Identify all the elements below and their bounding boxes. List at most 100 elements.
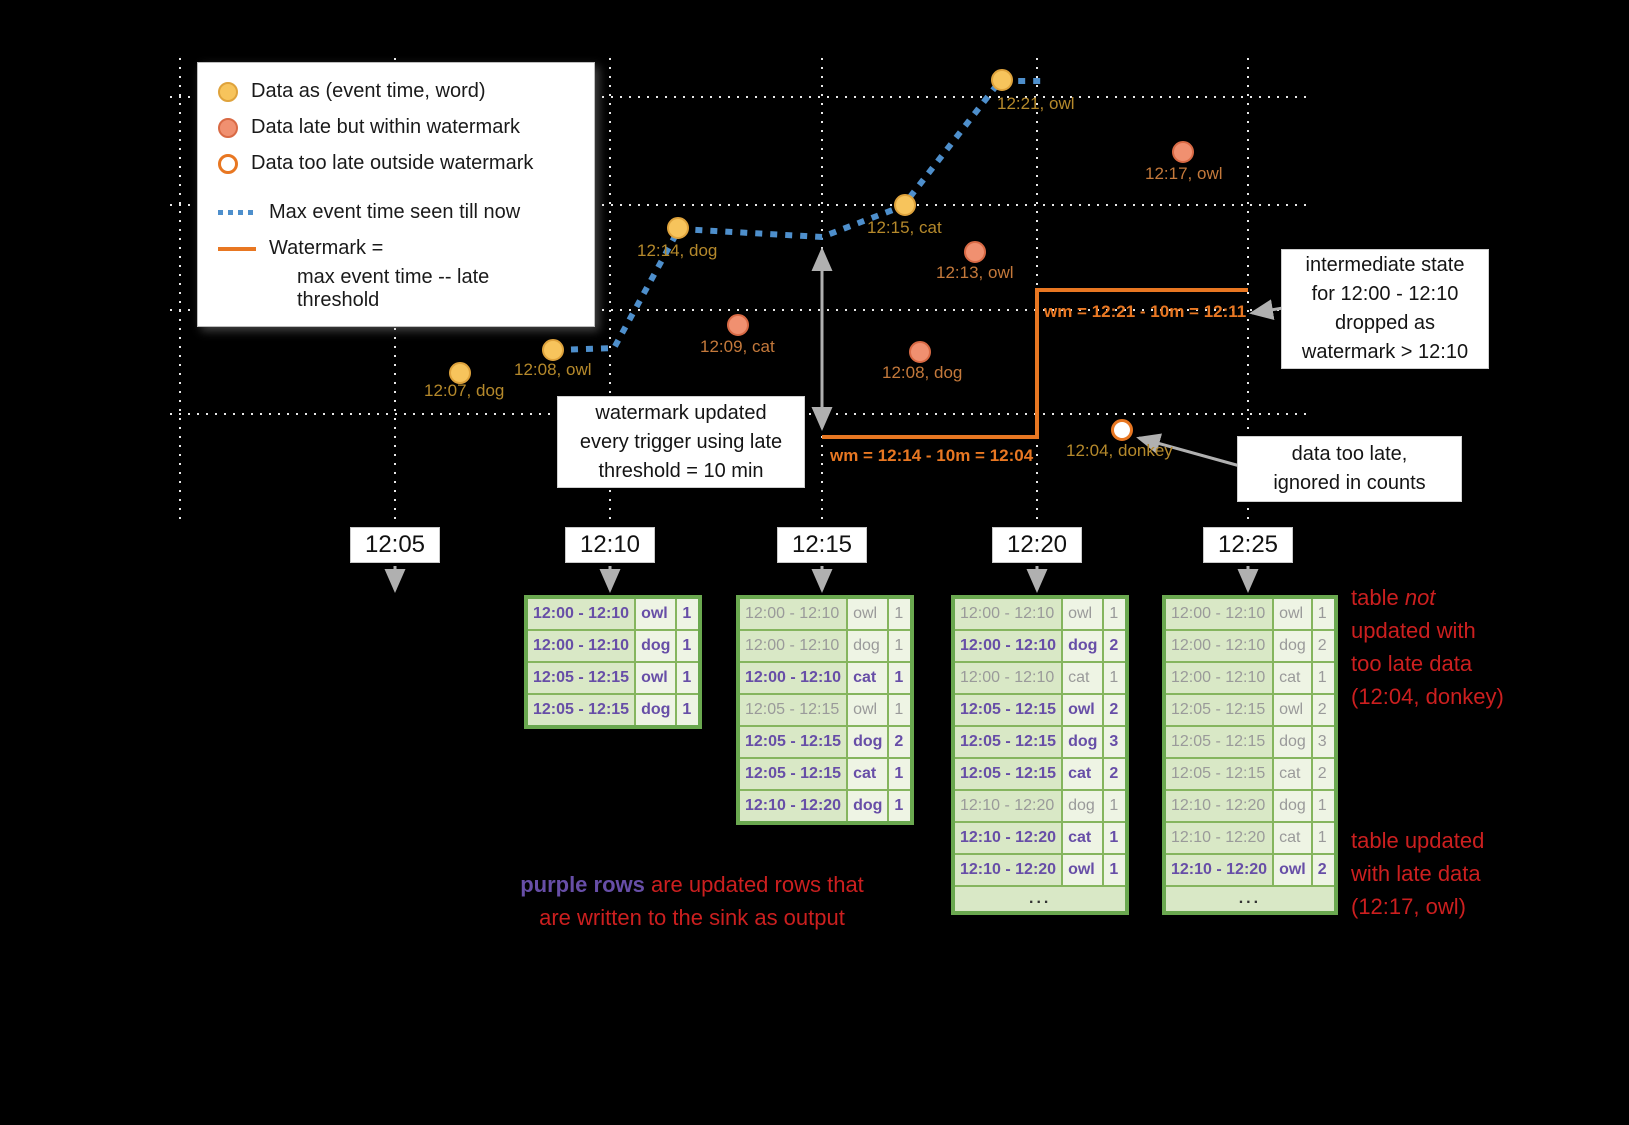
legend: Data as (event time, word) Data late but… <box>197 62 595 327</box>
count-cell: 2 <box>1102 629 1129 663</box>
late-data-dot-icon <box>218 117 238 138</box>
word-cell: owl <box>1272 596 1313 631</box>
trigger-time-box: 12:05 <box>350 527 440 563</box>
legend-item-too-late-data: Data too late outside watermark <box>218 152 574 175</box>
count-cell: 1 <box>887 596 914 631</box>
data-point-yellow <box>449 362 471 384</box>
word-cell: dog <box>1272 725 1313 759</box>
watermark-formula-label: wm = 12:21 - 10m = 12:11 <box>1044 302 1247 321</box>
count-cell: 1 <box>1102 821 1129 855</box>
count-cell: 1 <box>1102 661 1129 695</box>
trigger-time-box: 12:20 <box>992 527 1082 563</box>
word-cell: owl <box>1272 693 1313 727</box>
count-cell: 1 <box>1310 789 1337 823</box>
window-cell: 12:05 - 12:15 <box>951 757 1064 791</box>
data-point-salmon <box>1172 141 1194 163</box>
window-cell: 12:00 - 12:10 <box>524 629 637 663</box>
data-point-label: 12:08, dog <box>882 363 963 382</box>
window-cell: 12:05 - 12:15 <box>951 725 1064 759</box>
legend-label: Max event time seen till now <box>269 201 521 223</box>
max-event-time-line <box>555 78 1041 353</box>
window-cell: 12:05 - 12:15 <box>1162 693 1275 727</box>
window-cell: 12:05 - 12:15 <box>1162 757 1275 791</box>
count-cell: 1 <box>1102 596 1129 631</box>
count-cell: 2 <box>1310 757 1337 791</box>
word-cell: dog <box>1272 789 1313 823</box>
window-cell: 12:00 - 12:10 <box>951 596 1064 631</box>
data-point-label: 12:07, dog <box>424 381 505 400</box>
word-cell: dog <box>634 693 678 728</box>
window-cell: 12:10 - 12:20 <box>951 789 1064 823</box>
data-point-salmon <box>964 241 986 263</box>
too-late-data-dot-icon <box>218 153 238 174</box>
data-point-label: 12:13, owl <box>936 263 1014 282</box>
watermark-formula-label: wm = 12:14 - 10m = 12:04 <box>830 446 1034 465</box>
window-cell: 12:10 - 12:20 <box>1162 853 1275 887</box>
window-cell: 12:05 - 12:15 <box>951 693 1064 727</box>
trigger-time-box: 12:25 <box>1203 527 1293 563</box>
window-cell: 12:05 - 12:15 <box>524 661 637 695</box>
count-cell: 1 <box>1310 596 1337 631</box>
data-point-yellow <box>542 339 564 361</box>
data-point-label: 12:17, owl <box>1145 164 1223 183</box>
count-cell: 2 <box>1310 853 1337 887</box>
window-cell: 12:05 - 12:15 <box>736 757 849 791</box>
ellipsis-cell: ... <box>1163 885 1337 914</box>
count-cell: 1 <box>887 693 914 727</box>
word-cell: owl <box>846 596 890 631</box>
count-cell: 1 <box>675 629 702 663</box>
window-cell: 12:00 - 12:10 <box>951 661 1064 695</box>
window-cell: 12:00 - 12:10 <box>951 629 1064 663</box>
data-point-yellow <box>667 217 689 239</box>
event-data-dot-icon <box>218 81 238 102</box>
word-cell: dog <box>846 725 890 759</box>
word-cell: owl <box>1061 596 1105 631</box>
window-cell: 12:05 - 12:15 <box>1162 725 1275 759</box>
word-cell: dog <box>846 629 890 663</box>
data-point-yellow <box>894 194 916 216</box>
count-cell: 2 <box>1310 693 1337 727</box>
max-event-time-line-icon <box>218 210 256 215</box>
word-cell: cat <box>1272 821 1313 855</box>
window-cell: 12:00 - 12:10 <box>1162 629 1275 663</box>
window-cell: 12:00 - 12:10 <box>736 661 849 695</box>
data-point-label: 12:14, dog <box>637 241 718 260</box>
word-cell: dog <box>634 629 678 663</box>
count-cell: 2 <box>1310 629 1337 663</box>
data-point-yellow <box>991 69 1013 91</box>
count-cell: 1 <box>1310 661 1337 695</box>
table-row-ellipsis: ... <box>1163 885 1337 914</box>
table-row-ellipsis: ... <box>951 885 1129 914</box>
window-cell: 12:10 - 12:20 <box>951 853 1064 887</box>
data-point-salmon <box>909 341 931 363</box>
legend-label: Data too late outside watermark <box>251 152 534 174</box>
word-cell: dog <box>846 789 890 824</box>
window-cell: 12:00 - 12:10 <box>736 629 849 663</box>
count-cell: 1 <box>887 789 914 824</box>
word-cell: dog <box>1272 629 1313 663</box>
window-cell: 12:05 - 12:15 <box>736 725 849 759</box>
gray-arrow <box>1249 299 1284 321</box>
